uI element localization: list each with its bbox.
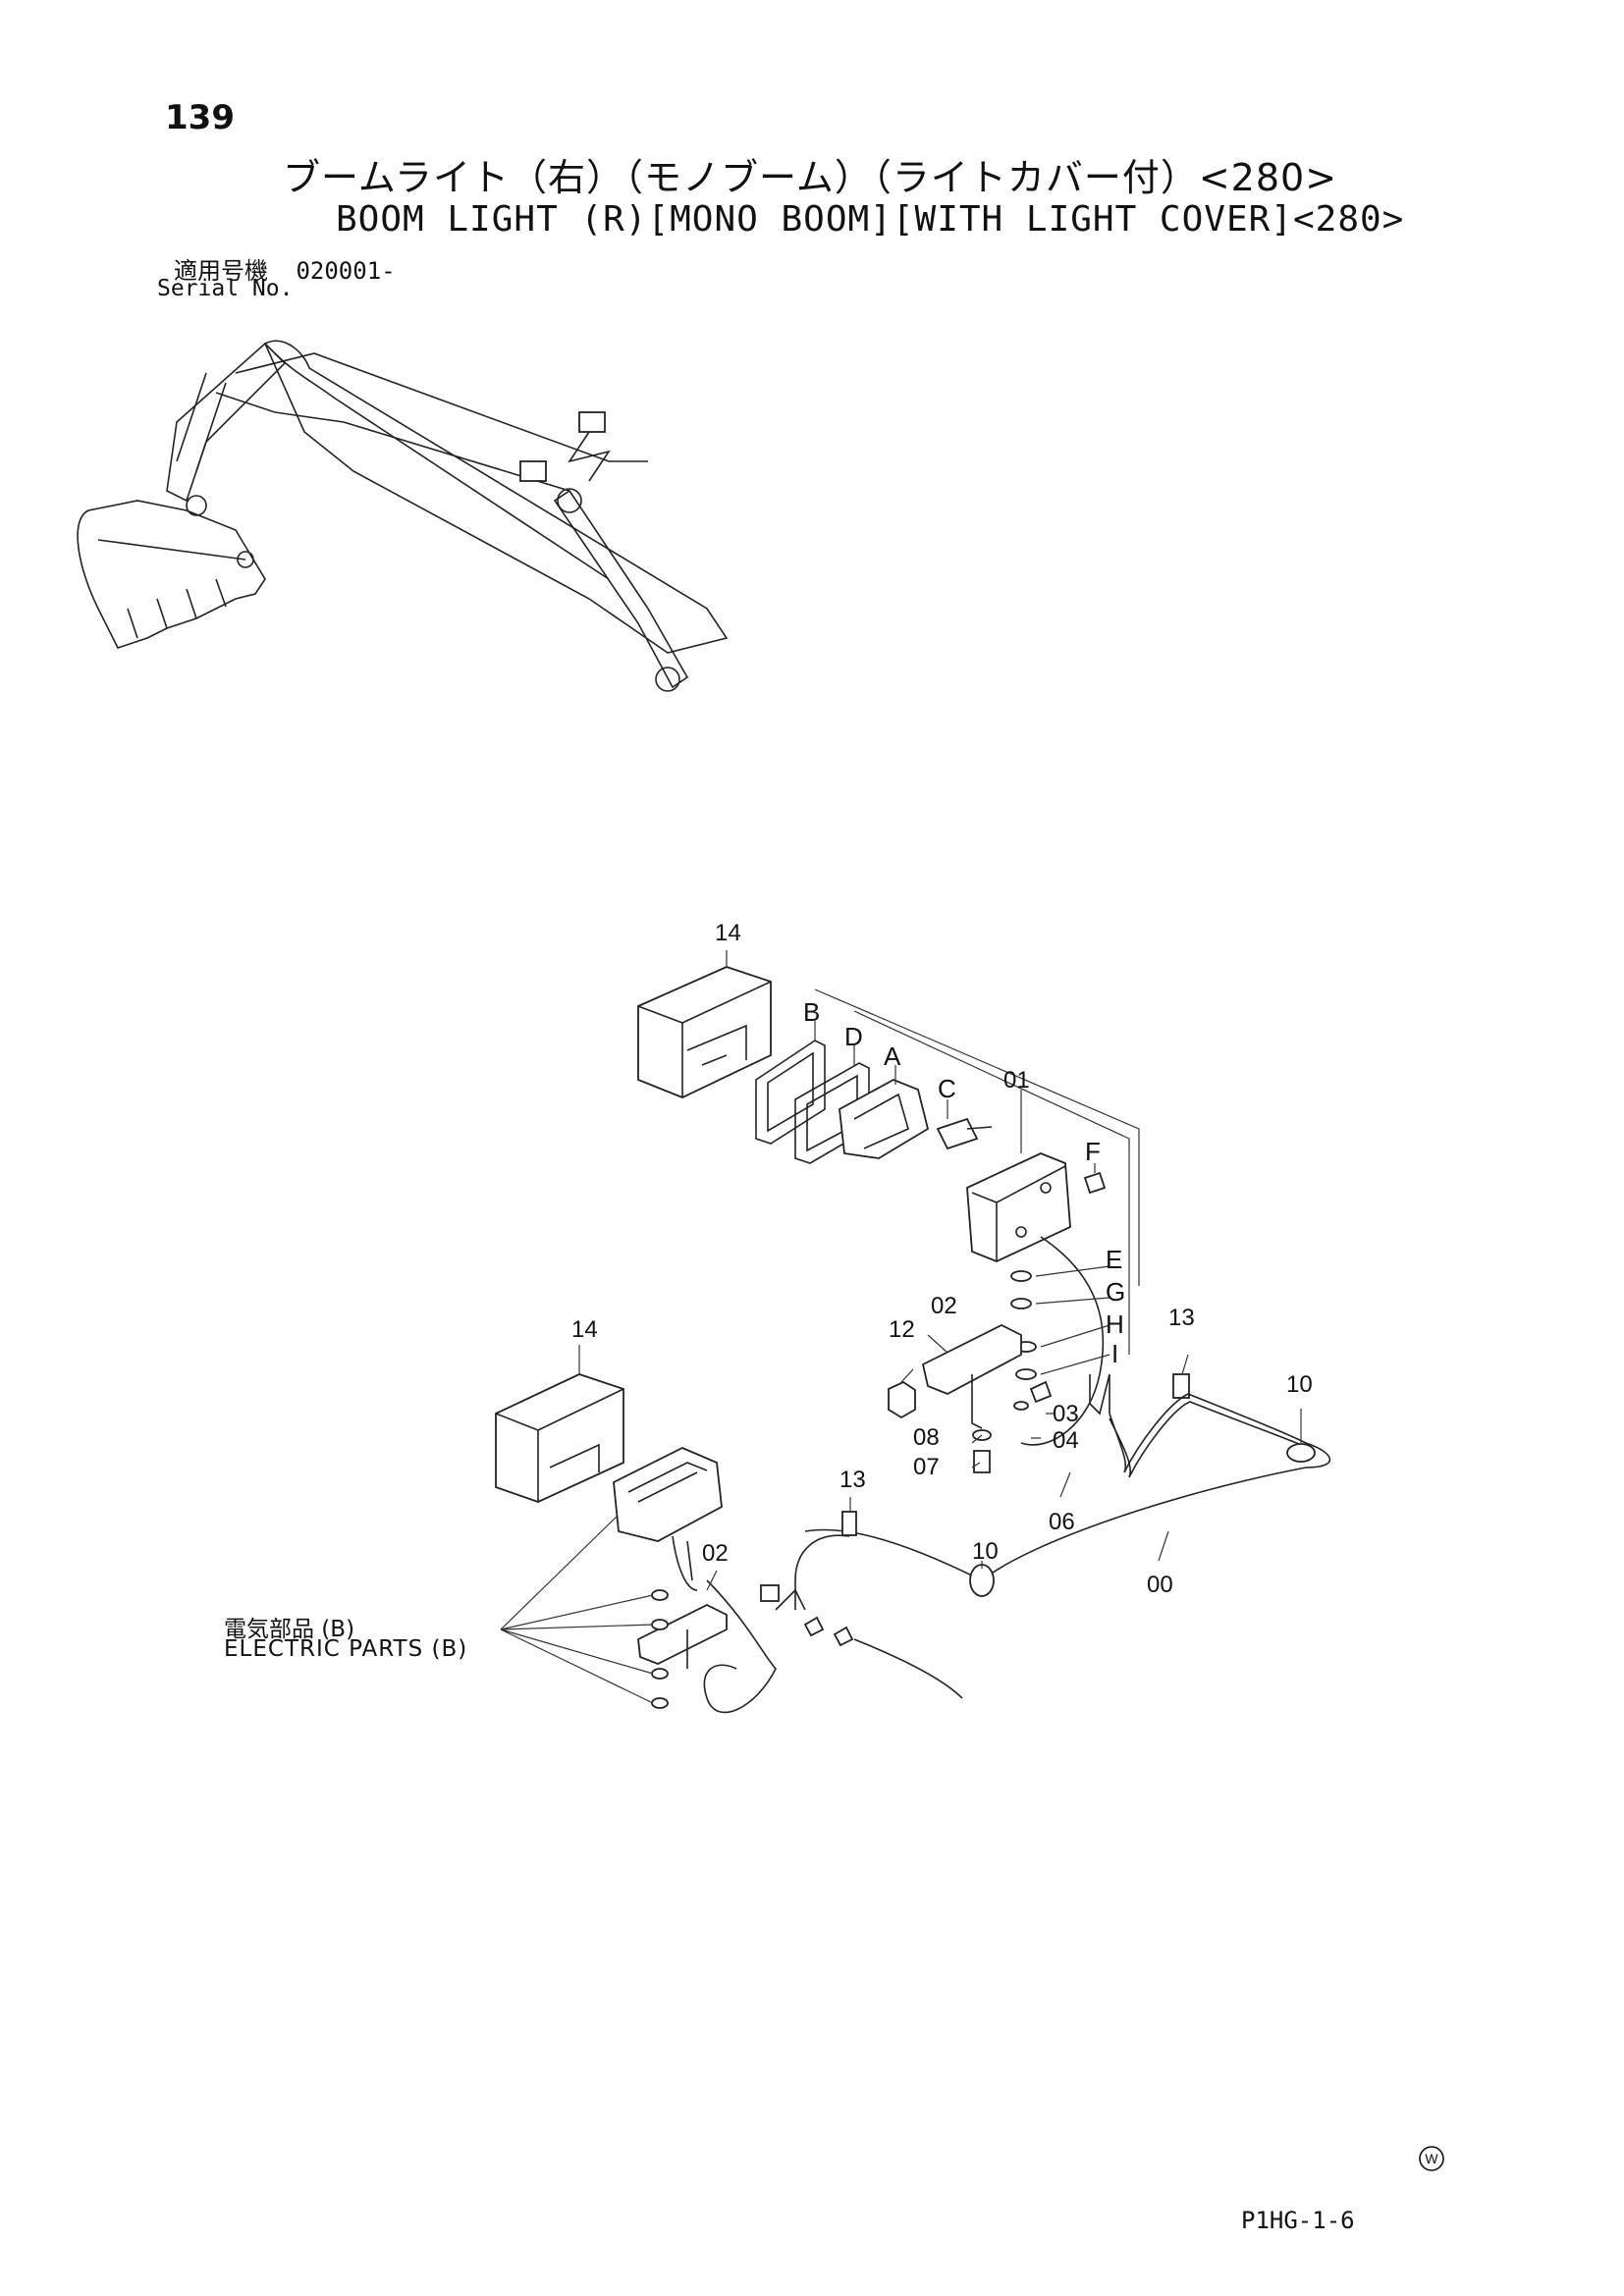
- callout-12: 12: [889, 1316, 915, 1343]
- callout-01: 01: [1003, 1067, 1030, 1094]
- callout-13-lower: 13: [839, 1467, 866, 1493]
- bolt-03: [1029, 1380, 1053, 1404]
- lower-washer-2: [651, 1619, 669, 1630]
- light-housing-01: [966, 1152, 1071, 1262]
- callout-03: 03: [1053, 1401, 1079, 1427]
- serial-value: 020001-: [296, 257, 396, 285]
- lower-washer-1: [651, 1589, 669, 1601]
- callout-14-lower: 14: [571, 1316, 598, 1343]
- washer-g: [1010, 1298, 1032, 1309]
- callout-14-upper: 14: [715, 920, 741, 946]
- bracket-02-upper: [921, 1323, 1022, 1429]
- screw-f: [1083, 1171, 1107, 1195]
- nut-i: [1015, 1368, 1037, 1380]
- title-japanese: ブームライト（右）（モノブーム）（ライトカバー付）<280>: [283, 156, 1338, 199]
- boom-light-1-illustration: [578, 411, 606, 433]
- excavator-overview-illustration: [77, 340, 729, 692]
- clamp-10-bottom: [969, 1564, 995, 1597]
- light-cover-lower: [495, 1373, 624, 1503]
- callout-04: 04: [1053, 1427, 1079, 1454]
- callout-e: E: [1106, 1245, 1122, 1274]
- bulb-c: [936, 1117, 993, 1150]
- callout-i: I: [1111, 1339, 1118, 1368]
- page-number: 139: [165, 98, 235, 137]
- callout-02-upper: 02: [931, 1293, 957, 1319]
- callout-h: H: [1106, 1309, 1124, 1339]
- boom-light-2-illustration: [519, 460, 547, 482]
- callout-10-right: 10: [1286, 1371, 1313, 1398]
- light-unit-lower: [613, 1447, 723, 1542]
- harness-00: [804, 1393, 1331, 1581]
- callout-d: D: [844, 1022, 863, 1051]
- serial-label-english: Serial No.: [157, 276, 294, 301]
- lens-a: [839, 1079, 930, 1159]
- callout-f: F: [1085, 1137, 1101, 1166]
- maker-mark-icon: W: [1419, 2146, 1444, 2171]
- lower-washer-3: [651, 1668, 669, 1680]
- callout-13-upper: 13: [1168, 1305, 1195, 1331]
- wire-06: [1020, 1236, 1105, 1446]
- callout-a: A: [884, 1041, 901, 1071]
- callout-g: G: [1106, 1277, 1125, 1307]
- callout-07: 07: [913, 1454, 940, 1480]
- drawing-code: P1HG-1-6: [1241, 2207, 1355, 2234]
- callout-b: B: [803, 997, 820, 1027]
- serial-line-japanese: 適用号機 020001-: [174, 251, 396, 286]
- callout-06: 06: [1049, 1509, 1075, 1535]
- exploded-parts-diagram: 14 B D A C 01 F E G H I 02 12 13 10 03 0…: [495, 920, 1331, 1714]
- lower-washer-4: [651, 1697, 669, 1709]
- bolt-07: [973, 1450, 991, 1473]
- electric-parts-leader-lines: [500, 1516, 654, 1704]
- callout-00: 00: [1147, 1572, 1173, 1598]
- electric-parts-label-jp: 電気部品 (B): [224, 1617, 355, 1642]
- svg-text:W: W: [1425, 2151, 1438, 2166]
- callout-10-bottom: 10: [972, 1538, 999, 1565]
- washer-e: [1010, 1270, 1032, 1282]
- callout-c: C: [938, 1074, 956, 1103]
- clamp-10-right: [1286, 1443, 1316, 1463]
- electric-parts-label-en: ELECTRIC PARTS (B): [224, 1636, 468, 1662]
- callout-02-lower: 02: [702, 1540, 729, 1567]
- light-cover-upper: [637, 966, 772, 1098]
- clamp-13-lower: [841, 1511, 857, 1536]
- rubber-block-12: [888, 1380, 916, 1419]
- bracket-02-lower: [637, 1603, 728, 1669]
- serial-label-jp: 適用号機: [174, 257, 268, 285]
- washer-04: [1013, 1401, 1029, 1411]
- callout-08: 08: [913, 1424, 940, 1451]
- title-english: BOOM LIGHT (R)[MONO BOOM][WITH LIGHT COV…: [336, 199, 1405, 240]
